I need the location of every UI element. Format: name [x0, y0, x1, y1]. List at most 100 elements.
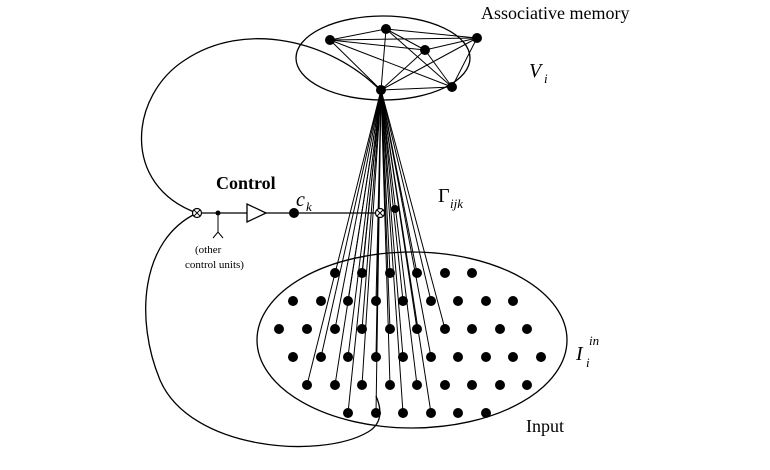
memory-edge — [424, 49, 453, 88]
memory-edge — [329, 39, 382, 91]
memory-edge — [385, 28, 478, 39]
memory-node — [472, 33, 482, 43]
c-symbol: c — [296, 189, 305, 211]
memory-nodes — [325, 24, 482, 95]
i-superscript: in — [589, 333, 599, 348]
memory-edge — [329, 28, 387, 41]
input-unit — [481, 408, 491, 418]
connection-line — [380, 89, 418, 386]
input-unit — [522, 324, 532, 334]
connection-line — [334, 89, 382, 386]
connection-line — [347, 89, 382, 358]
feedback-loop-top — [140, 38, 381, 214]
input-unit — [385, 380, 395, 390]
connection-line — [380, 89, 404, 358]
input-unit — [316, 296, 326, 306]
input-unit — [481, 296, 491, 306]
connection-line — [380, 89, 404, 302]
input-unit — [495, 324, 505, 334]
input-unit — [288, 296, 298, 306]
input-unit — [467, 324, 477, 334]
memory-edge — [385, 28, 453, 88]
connection-fan — [306, 89, 446, 414]
connection-line — [361, 89, 382, 330]
input-unit — [330, 268, 340, 278]
other-units-label-line1: (other — [195, 244, 222, 256]
v-symbol: V — [529, 60, 544, 82]
input-unit — [453, 296, 463, 306]
input-unit — [412, 268, 422, 278]
memory-edge — [385, 28, 426, 51]
connection-line — [380, 89, 432, 414]
input-unit — [330, 380, 340, 390]
i-subscript: i — [586, 355, 590, 370]
input-unit — [467, 268, 477, 278]
input-unit — [316, 352, 326, 362]
memory-edge — [380, 86, 453, 91]
branch-fork-icon — [212, 231, 224, 239]
amplifier-icon — [246, 202, 268, 224]
multiplier-left-icon — [191, 207, 203, 219]
input-unit — [398, 352, 408, 362]
memory-node — [376, 85, 386, 95]
i-symbol: I — [575, 343, 584, 365]
input-unit — [371, 408, 381, 418]
connection-line — [380, 89, 446, 330]
memory-edge — [424, 37, 478, 51]
input-unit — [508, 296, 518, 306]
gamma-weight-node — [391, 205, 399, 213]
input-unit — [330, 324, 340, 334]
memory-node — [381, 24, 391, 34]
input-label: Input — [526, 416, 564, 436]
input-unit — [426, 408, 436, 418]
input-unit — [453, 352, 463, 362]
input-unit — [302, 380, 312, 390]
memory-edge — [380, 28, 387, 91]
input-unit — [440, 268, 450, 278]
connection-line — [380, 89, 432, 302]
control-label: Control — [216, 173, 276, 193]
input-unit — [508, 352, 518, 362]
input-unit — [288, 352, 298, 362]
input-unit — [481, 352, 491, 362]
v-subscript: i — [544, 71, 548, 86]
input-unit — [398, 296, 408, 306]
associative-memory-label: Associative memory — [481, 3, 629, 23]
memory-edge — [380, 49, 426, 91]
input-unit — [343, 296, 353, 306]
memory-network-edges — [329, 28, 478, 91]
input-unit — [357, 268, 367, 278]
other-units-label-line2: control units) — [185, 259, 244, 271]
gamma-subscript: ijk — [450, 196, 463, 211]
input-unit — [343, 408, 353, 418]
input-unit — [398, 408, 408, 418]
connection-line — [334, 89, 382, 330]
input-unit — [495, 380, 505, 390]
memory-node — [447, 82, 457, 92]
memory-edge — [329, 39, 453, 88]
connection-line — [361, 89, 382, 274]
input-unit — [440, 380, 450, 390]
memory-edge — [451, 37, 478, 88]
gamma-symbol: Γ — [438, 185, 450, 207]
input-unit — [371, 352, 381, 362]
input-unit — [426, 296, 436, 306]
input-unit — [302, 324, 312, 334]
connection-line — [380, 89, 391, 386]
input-unit — [274, 324, 284, 334]
input-unit — [536, 352, 546, 362]
branch-junction — [215, 210, 221, 216]
input-unit — [522, 380, 532, 390]
input-unit — [412, 380, 422, 390]
c-subscript: k — [306, 199, 312, 214]
feedback-loop-bottom — [145, 212, 381, 448]
input-unit — [385, 324, 395, 334]
connection-line — [320, 89, 382, 358]
input-unit — [453, 408, 463, 418]
input-unit — [412, 324, 422, 334]
connection-line — [380, 89, 432, 358]
input-unit — [467, 380, 477, 390]
input-unit — [385, 268, 395, 278]
input-unit — [371, 296, 381, 306]
